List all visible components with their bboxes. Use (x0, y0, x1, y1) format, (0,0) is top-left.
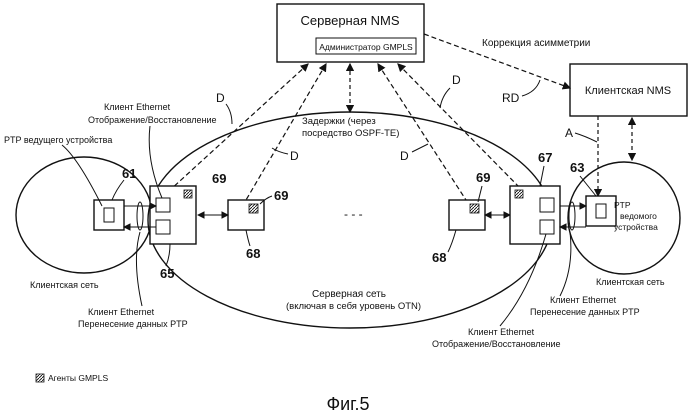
server-nms-box: Серверная NMS Администратор GMPLS (277, 4, 424, 62)
ref-63: 63 (570, 160, 584, 175)
ref-61-pointer (112, 180, 124, 200)
eth-ptp-left-line2: Перенесение данных PTP (78, 319, 188, 329)
node-68-left (228, 200, 264, 230)
ptp-master-pointer (62, 145, 102, 206)
gmpls-agent-icon (184, 190, 192, 198)
server-nms-title: Серверная NMS (300, 13, 399, 28)
ref-68-left: 68 (246, 246, 260, 261)
legend-gmpls-agent-icon (36, 374, 44, 382)
legend-label: Агенты GMPLS (48, 373, 108, 383)
ref-68-left-pointer (246, 230, 250, 246)
ref-65: 65 (160, 266, 174, 281)
client-network-left-label: Клиентская сеть (30, 280, 99, 290)
ref-68-right: 68 (432, 250, 446, 265)
d-arrow-left-outer (170, 64, 308, 190)
client-device-61 (94, 200, 124, 230)
d-pointer-3 (272, 148, 288, 154)
ref-67-pointer (540, 166, 544, 186)
ellipsis: - - - (344, 207, 363, 221)
node-68-right (449, 200, 485, 230)
d-label-3: D (290, 149, 299, 163)
delay-label-line2: посредство OSPF-TE) (302, 128, 399, 139)
eth-ptp-right-line1: Клиент Ethernet (550, 295, 617, 305)
d-label-2: D (452, 73, 461, 87)
gmpls-agent-icon (249, 204, 258, 213)
client-nms-box: Клиентская NMS (570, 64, 687, 116)
rd-label: RD (502, 91, 520, 105)
ref-69-c: 69 (476, 170, 490, 185)
ref-69-b: 69 (274, 188, 288, 203)
gmpls-agent-icon (470, 204, 479, 213)
ref-65-pointer (166, 244, 170, 266)
ptp-master-label: PTP ведущего устройства (4, 135, 112, 145)
eth-map-top-line1: Клиент Ethernet (104, 102, 171, 112)
a-label: A (565, 126, 573, 140)
ref-68-right-pointer (448, 230, 456, 252)
client-nms-title: Клиентская NMS (585, 85, 671, 97)
rd-pointer (522, 80, 540, 96)
eth-ptp-left-line1: Клиент Ethernet (88, 307, 155, 317)
node-65 (150, 186, 196, 244)
d-label-1: D (216, 91, 225, 105)
eth-map-top-line2: Отображение/Восстановление (88, 115, 217, 125)
d-label-4: D (400, 149, 409, 163)
d-pointer-1 (226, 104, 232, 124)
ref-63-pointer (580, 176, 596, 196)
d-pointer-4 (412, 144, 428, 152)
node-67 (510, 186, 560, 244)
eth-ptp-right-line2: Перенесение данных PTP (530, 307, 640, 317)
eth-ptp-right-pointer (560, 232, 571, 296)
gmpls-agent-icon (515, 190, 523, 198)
ptp-slave-line1: PTP (614, 200, 631, 210)
ref-67: 67 (538, 150, 552, 165)
ptp-slave-line3: устройства (614, 222, 658, 232)
ref-61: 61 (122, 166, 136, 181)
eth-map-bottom-line1: Клиент Ethernet (468, 327, 535, 337)
eth-map-bottom-line2: Отображение/Восстановление (432, 339, 561, 349)
ptp-slave-line2: ведомого (620, 211, 657, 221)
gmpls-admin-label: Администратор GMPLS (319, 42, 413, 52)
client-device-63 (586, 196, 616, 226)
server-network-line1: Серверная сеть (312, 289, 386, 300)
delay-label-line1: Задержки (через (302, 116, 376, 127)
server-network-line2: (включая в себя уровень OTN) (286, 301, 421, 312)
asymmetry-label: Коррекция асимметрии (482, 38, 590, 49)
eth-ptp-left-pointer (136, 232, 142, 306)
client-network-right-label: Клиентская сеть (596, 277, 665, 287)
d-pointer-2 (440, 88, 450, 108)
figure-caption: Фиг.5 (326, 394, 369, 414)
a-pointer (575, 133, 597, 142)
ref-69-a: 69 (212, 171, 226, 186)
